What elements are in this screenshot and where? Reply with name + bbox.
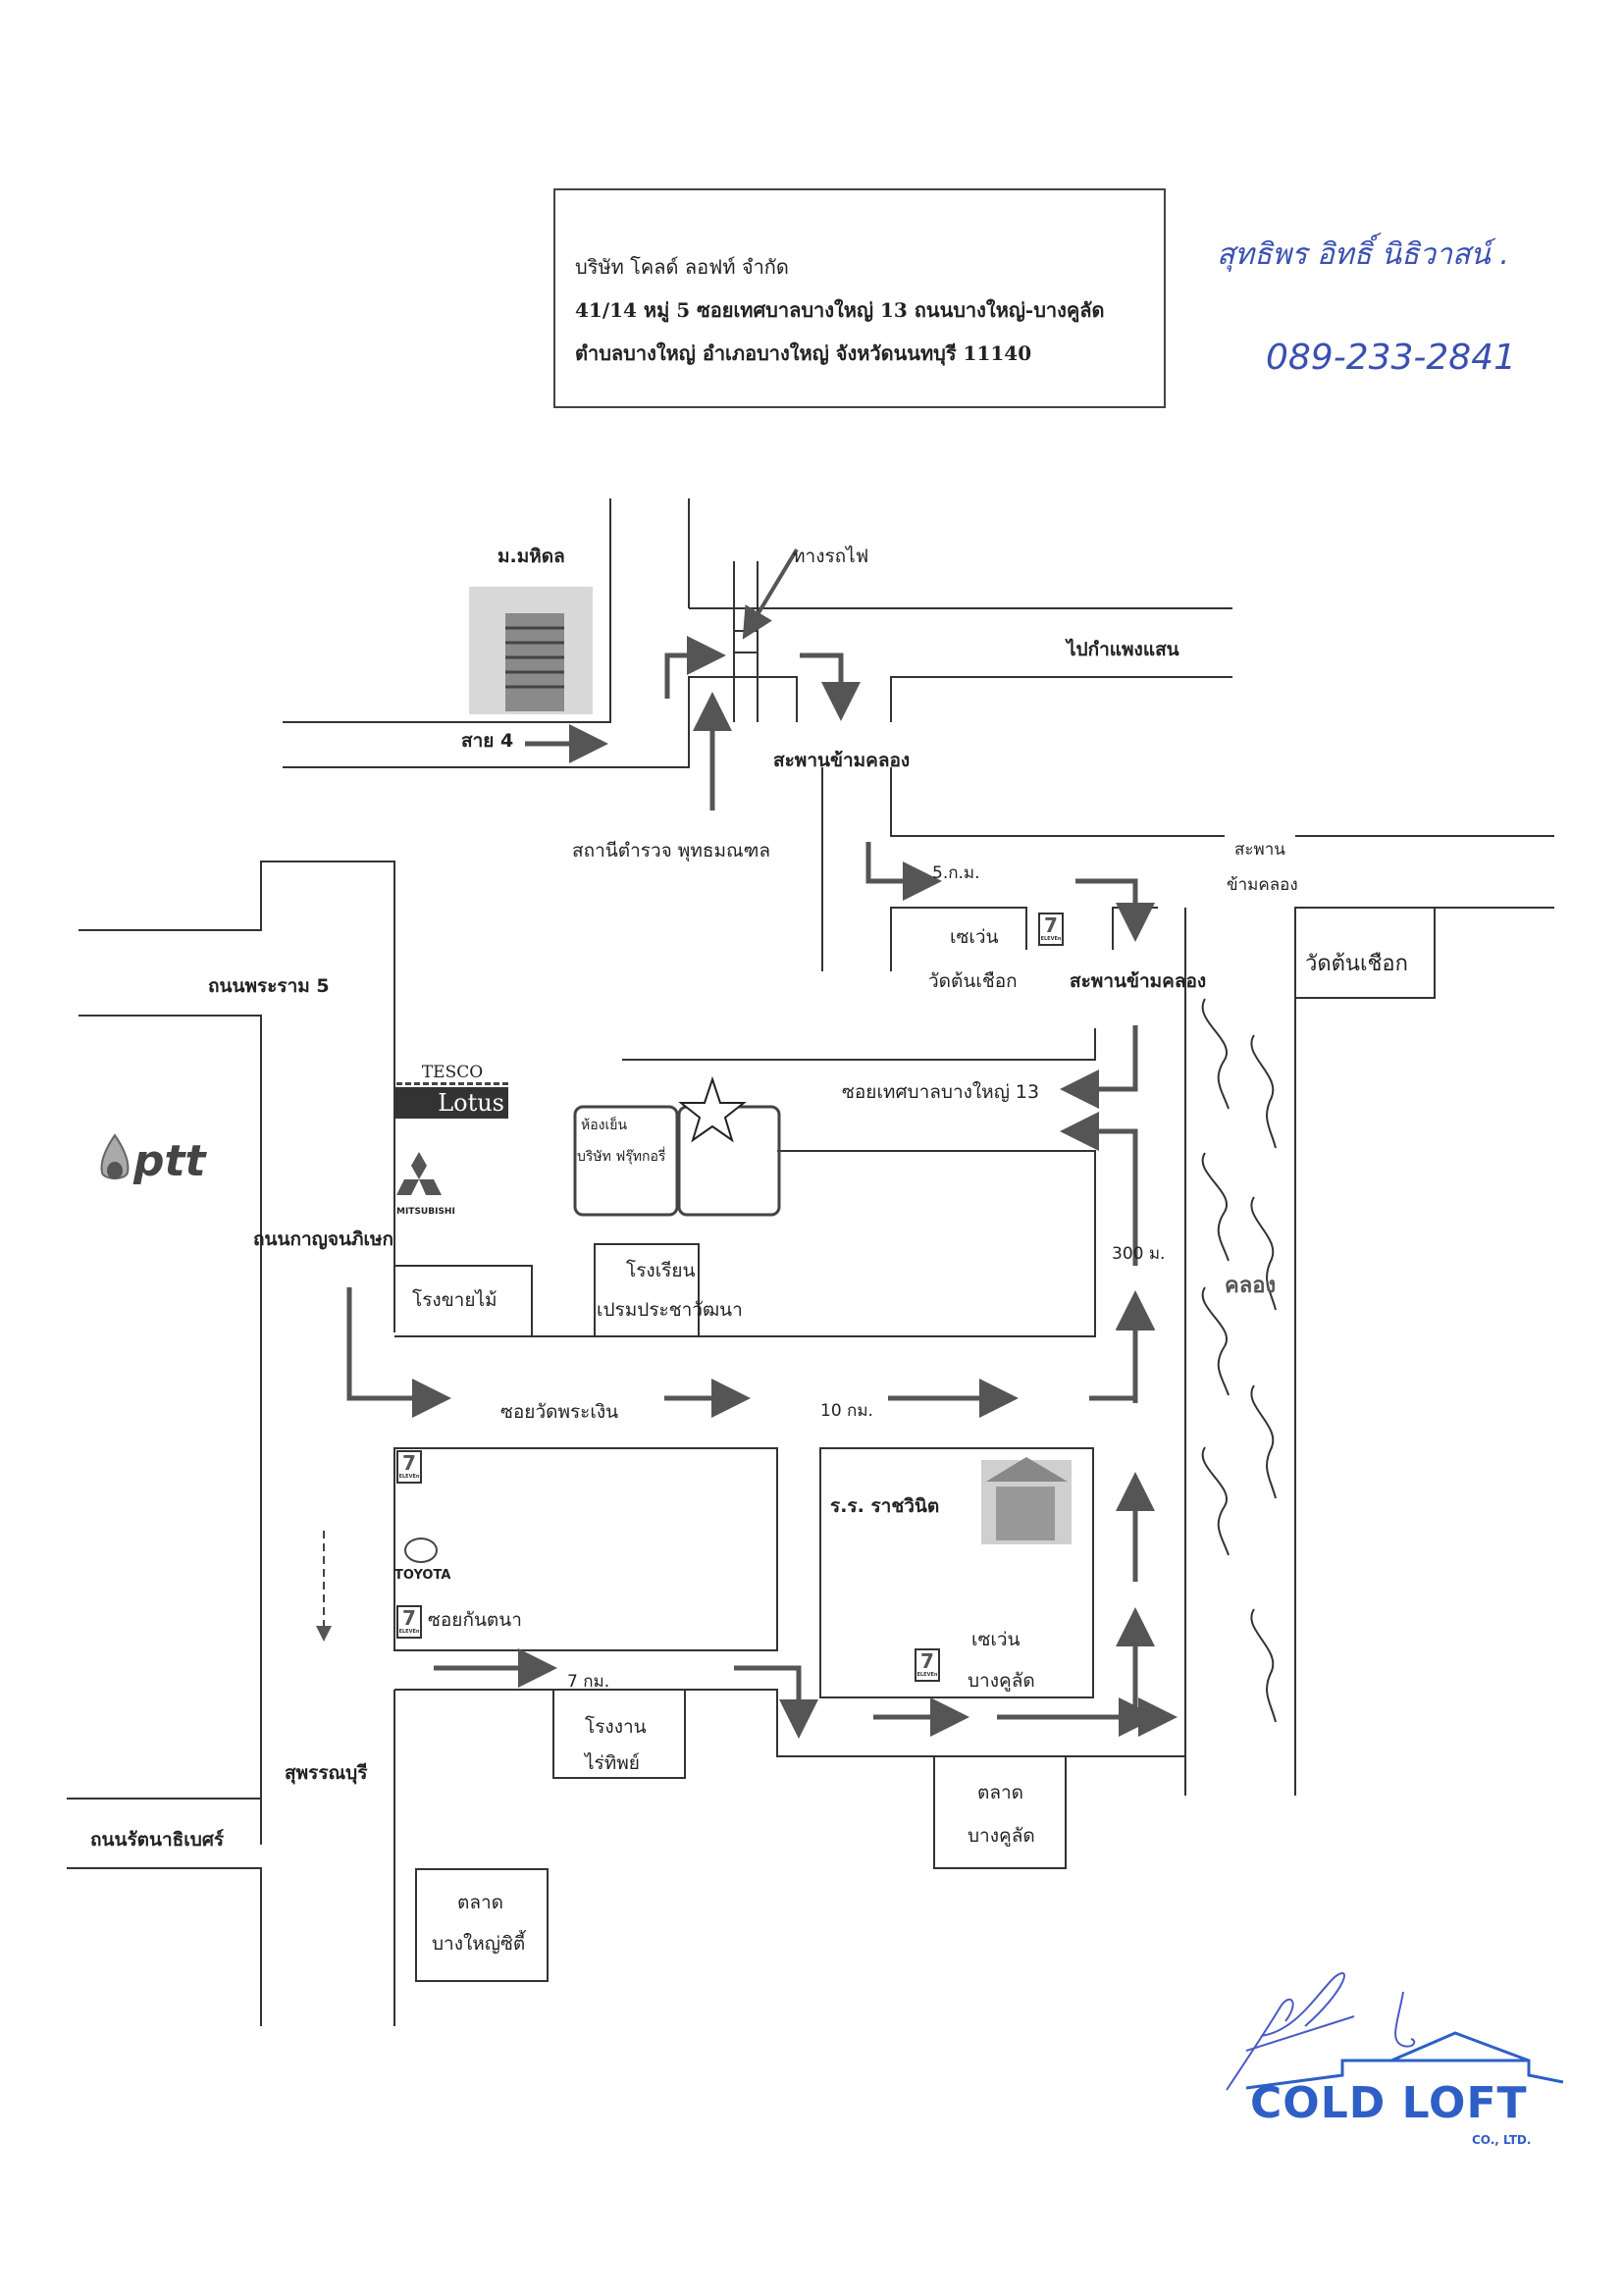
- cold-loft-roof-icon: [1245, 2031, 1564, 2090]
- label-factory-line1: โรงงาน: [585, 1716, 647, 1738]
- stamp-company-name: COLD LOFT: [1250, 2078, 1528, 2128]
- label-10km: 10 กม.: [820, 1401, 873, 1421]
- route-arrow: [664, 636, 726, 699]
- label-police-station: สถานีตำรวจ พุทธมณฑล: [572, 840, 771, 861]
- label-cold-room-line1: ห้องเย็น: [581, 1118, 628, 1133]
- label-mahidol: ม.มหิดล: [497, 546, 565, 567]
- label-300m: 300 ม.: [1112, 1244, 1166, 1264]
- address-line-1: 41/14 หมู่ 5 ซอยเทศบาลบางใหญ่ 13 ถนนบางใ…: [575, 298, 1105, 322]
- label-soi-wat-phra-ngoen: ซอยวัดพระเงิน: [500, 1401, 619, 1423]
- label-soi-kan-tana: ซอยกันตนา: [428, 1609, 522, 1631]
- toyota-logo-icon: [404, 1538, 438, 1563]
- stamp-suffix: CO., LTD.: [1472, 2133, 1532, 2147]
- label-market-bk-line1: ตลาด: [977, 1782, 1023, 1803]
- cold-room-box: [573, 1105, 679, 1217]
- road-lines: [67, 498, 1554, 2026]
- handwritten-phone: 089-233-2841: [1266, 338, 1517, 378]
- school-image: [981, 1457, 1072, 1544]
- label-bridge-2-line2: ข้ามคลอง: [1227, 875, 1298, 895]
- railway-pointer-arrow: [742, 548, 799, 640]
- address-line-2: ตำบลบางใหญ่ อำเภอบางใหญ่ จังหวัดนนทบุรี …: [575, 341, 1032, 365]
- label-rachawinit-school: ร.ร. ราชวินิต: [830, 1495, 940, 1517]
- signature: [1226, 1972, 1416, 2091]
- label-bridge-2-line1: สะพาน: [1234, 840, 1285, 860]
- route-arrow: [1060, 1112, 1138, 1266]
- label-wat-ton-chueak: วัดต้นเชือก: [1305, 952, 1408, 976]
- label-kanchanaphisek-road: ถนนกาญจนภิเษก: [253, 1228, 394, 1250]
- tesco-logo-text: TESCO: [396, 1063, 508, 1085]
- label-seven-wat-line1: เซเว่น: [950, 926, 999, 948]
- lotus-logo-text: Lotus: [438, 1089, 504, 1117]
- label-soi-13: ซอยเทศบาลบางใหญ่ 13: [842, 1081, 1040, 1103]
- company-name: บริษัท โคลด์ ลอฟท์ จำกัด: [575, 255, 789, 279]
- label-suphanburi: สุพรรณบุรี: [285, 1762, 368, 1784]
- label-seven-wat-line2: วัดต้นเชือก: [928, 970, 1018, 992]
- label-rama-5-road: ถนนพระราม 5: [208, 975, 330, 997]
- label-sawmill: โรงขายไม้: [412, 1289, 497, 1311]
- label-school-line2: เปรมประชาวัฒนา: [597, 1299, 743, 1321]
- ptt-logo-text: ptt: [133, 1136, 206, 1186]
- label-bridge-1: สะพานข้ามคลอง: [773, 750, 911, 771]
- ptt-flame-icon: [100, 1133, 130, 1179]
- label-7km: 7 กม.: [567, 1672, 610, 1692]
- destination-box: [677, 1105, 781, 1217]
- label-5km: 5.ก.ม.: [932, 863, 980, 883]
- route-arrow: [346, 1287, 451, 1418]
- label-rattanathibet-road: ถนนรัตนาธิเบศร์: [90, 1829, 225, 1851]
- label-market-bk-line2: บางคูลัด: [968, 1825, 1035, 1847]
- label-market-by-line2: บางใหญ่ซิตี้: [432, 1933, 526, 1955]
- label-canal: คลอง: [1225, 1274, 1277, 1298]
- route-arrow: [1089, 1290, 1155, 1401]
- label-cold-room-line2: บริษัท ฟรุ๊ทกอรี่: [577, 1149, 666, 1165]
- mitsubishi-logo-text: MITSUBISHI: [396, 1207, 455, 1217]
- route-arrows: [346, 636, 1178, 1739]
- label-bridge-3: สะพานข้ามคลอง: [1070, 970, 1207, 992]
- label-seven-bk-line1: เซเว่น: [971, 1629, 1021, 1650]
- label-to-kamphaeng-saen: ไปกำแพงแสน: [1067, 639, 1179, 660]
- mitsubishi-logo-icon: [396, 1152, 442, 1195]
- canal-waves: [1201, 998, 1277, 1723]
- lotus-logo: Lotus: [394, 1087, 508, 1119]
- route-arrow: [1060, 1025, 1138, 1109]
- star-icon: [678, 1075, 747, 1143]
- label-market-by-line1: ตลาด: [457, 1892, 503, 1913]
- mahidol-building-image: [469, 587, 593, 714]
- label-factory-line2: ไร่ทิพย์: [585, 1752, 640, 1774]
- route-arrow: [734, 1665, 818, 1739]
- label-sai-4: สาย 4: [461, 730, 514, 752]
- label-seven-bk-line2: บางคูลัด: [968, 1670, 1035, 1692]
- route-arrow: [1075, 878, 1155, 942]
- label-railway: ทางรถไฟ: [793, 546, 869, 567]
- handwritten-name: สุทธิพร อิทธิ์ นิธิวาสน์ .: [1217, 237, 1509, 272]
- route-arrow: [865, 842, 942, 901]
- route-arrow: [800, 652, 861, 721]
- label-school-line1: โรงเรียน: [626, 1260, 696, 1281]
- address-box: บริษัท โคลด์ ลอฟท์ จำกัด 41/14 หมู่ 5 ซอ…: [553, 188, 1166, 408]
- toyota-logo-text: TOYOTA: [394, 1568, 451, 1583]
